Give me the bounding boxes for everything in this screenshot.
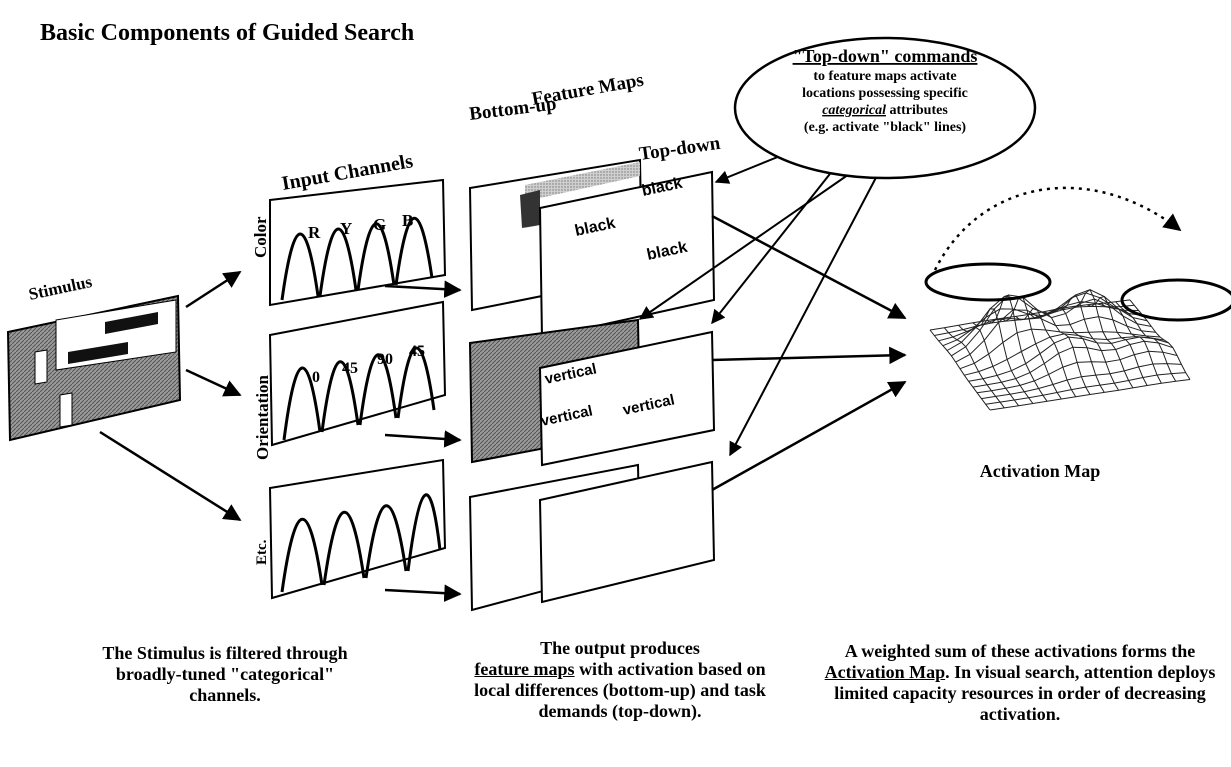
mesh-line: [1044, 306, 1105, 393]
channel-label: 45: [409, 343, 425, 360]
activation-map-label: Activation Map: [980, 461, 1101, 481]
activation-map: Activation Map: [924, 186, 1231, 481]
activation-surface-mesh: [929, 288, 1191, 411]
mesh-line: [968, 336, 1169, 382]
mesh-line: [981, 363, 1182, 400]
stimulus-panel: Stimulus: [6, 272, 182, 442]
channel-label: 0: [312, 369, 320, 386]
mesh-line: [1101, 303, 1162, 384]
mesh-line: [1072, 288, 1134, 389]
mesh-line: [964, 333, 1165, 376]
mesh-line: [934, 304, 1135, 336]
channel-label: Y: [340, 219, 352, 238]
caption-mid-post: with activation based on local differenc…: [474, 659, 766, 721]
mesh-line: [989, 379, 1191, 411]
row-label-color: Color: [251, 216, 270, 258]
top-down-label: Top-down: [638, 133, 722, 165]
bottom-up-label: Bottom-up: [468, 93, 558, 125]
caption-right-link: Activation Map: [824, 662, 946, 682]
topdown-commands-bubble: "Top-down" commands to feature maps acti…: [733, 36, 1037, 180]
mesh-line: [943, 327, 1005, 409]
row-label-orientation: Orientation: [253, 374, 272, 460]
bubble-heading: "Top-down" commands: [793, 46, 978, 66]
bubble-line-2: locations possessing specific: [802, 86, 968, 101]
mesh-line: [972, 308, 1034, 404]
mesh-line: [1086, 295, 1148, 386]
bubble-line-1: to feature maps activate: [813, 69, 956, 84]
bubble-line-3: categorical attributes: [822, 103, 948, 118]
channel-label: 90: [377, 351, 393, 368]
channel-label: G: [373, 215, 386, 234]
mesh-line: [972, 340, 1174, 388]
caption-activation-map: A weighted sum of these activations form…: [810, 641, 1230, 725]
caption-mid-pre: The output produces: [540, 638, 700, 658]
caption-mid-link: feature maps: [474, 659, 575, 679]
caption-right-pre: A weighted sum of these activations form…: [844, 641, 1196, 661]
channel-label: R: [308, 223, 321, 242]
bubble-attributes-word: attributes: [886, 103, 948, 118]
mesh-line: [1058, 294, 1120, 391]
channel-label: B: [402, 211, 413, 230]
orientation-row: Orientation 0 45 90 45 vertical vertical…: [253, 300, 716, 467]
channel-label: 45: [342, 360, 358, 377]
mesh-line: [977, 350, 1178, 394]
mesh-line: [959, 328, 1161, 370]
row-label-etc: Etc.: [254, 539, 270, 565]
stimulus-label: Stimulus: [27, 272, 94, 304]
color-row: Color R Y G B black black black: [251, 158, 716, 340]
caption-stimulus: The Stimulus is filtered through broadly…: [102, 643, 348, 705]
caption-right-post: . In visual search, attention deploys li…: [834, 662, 1216, 724]
etc-row: Etc.: [254, 458, 716, 612]
mesh-line: [1129, 299, 1191, 380]
mesh-line: [1115, 301, 1177, 382]
bubble-line-4: (e.g. activate "black" lines): [804, 120, 966, 135]
bubble-categorical-word: categorical: [822, 103, 886, 118]
diagram-title: Basic Components of Guided Search: [40, 20, 414, 46]
mesh-line: [985, 372, 1186, 405]
